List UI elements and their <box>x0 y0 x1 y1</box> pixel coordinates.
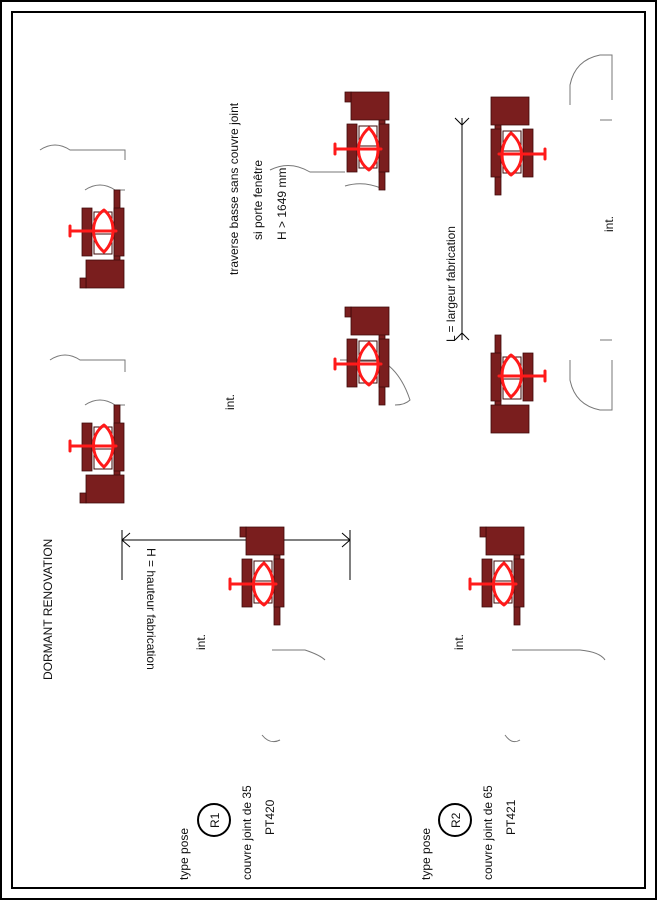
dimension-l <box>454 117 470 341</box>
section-mid-right <box>333 305 411 407</box>
int-label-1: int. <box>223 394 237 410</box>
r1-ref: PT420 <box>263 799 277 835</box>
r1-couvre-joint: couvre joint de 35 <box>240 785 254 880</box>
int-label-2: int. <box>602 216 616 232</box>
note-line-1: traverse basse sans couvre joint <box>227 102 241 275</box>
r2-type-label: type pose <box>419 828 433 880</box>
r1-circle <box>197 803 231 837</box>
dimension-l-label: L = largeur fabrication <box>444 226 458 342</box>
section-top-right <box>269 90 391 192</box>
note-line-3: H > 1649 mm <box>275 168 289 240</box>
section-r2 <box>468 525 606 743</box>
section-mid-left <box>49 354 126 505</box>
section-width-top <box>489 54 613 197</box>
r1-code: R1 <box>208 812 222 828</box>
r2-ref: PT421 <box>504 799 518 835</box>
int-label-r2: int. <box>452 634 466 650</box>
r1-type-label: type pose <box>177 828 191 880</box>
drawing-title: DORMANT RENOVATION <box>41 539 55 680</box>
int-label-r1: int. <box>194 634 208 650</box>
r2-circle <box>438 803 472 837</box>
section-top-left <box>39 144 126 290</box>
inner-frame <box>11 11 646 889</box>
section-width-bottom <box>489 333 613 435</box>
r2-couvre-joint: couvre joint de 65 <box>481 785 495 880</box>
note-line-2: si porte fenêtre <box>251 160 265 240</box>
dimension-h-label: H = hauteur fabrication <box>144 548 158 670</box>
dimension-h <box>121 530 351 580</box>
section-r1 <box>228 525 326 743</box>
r2-code: R2 <box>449 812 463 828</box>
